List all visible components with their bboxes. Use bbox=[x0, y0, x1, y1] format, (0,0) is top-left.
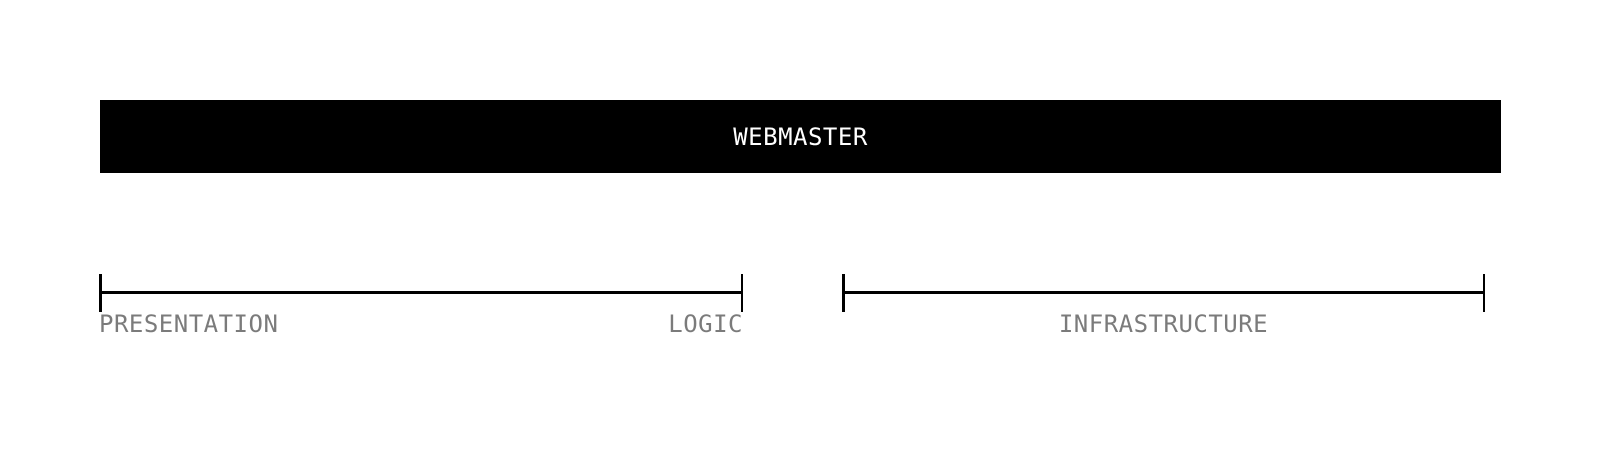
bracket-presentation-logic: PRESENTATION LOGIC bbox=[99, 274, 743, 337]
bracket-label-row: PRESENTATION LOGIC bbox=[99, 310, 743, 338]
bracket-line bbox=[842, 291, 1485, 294]
webmaster-bar-label: WEBMASTER bbox=[733, 122, 868, 151]
webmaster-bar: WEBMASTER bbox=[100, 100, 1501, 173]
label-logic: LOGIC bbox=[668, 310, 743, 338]
label-presentation: PRESENTATION bbox=[99, 310, 279, 338]
bracket-tick-right-icon bbox=[1482, 274, 1485, 312]
bracket-line bbox=[99, 291, 743, 294]
bracket-infrastructure: INFRASTRUCTURE bbox=[842, 274, 1485, 337]
bracket-tick-right-icon bbox=[740, 274, 743, 312]
bracket-label-row: INFRASTRUCTURE bbox=[842, 310, 1485, 338]
label-infrastructure: INFRASTRUCTURE bbox=[1058, 310, 1269, 338]
